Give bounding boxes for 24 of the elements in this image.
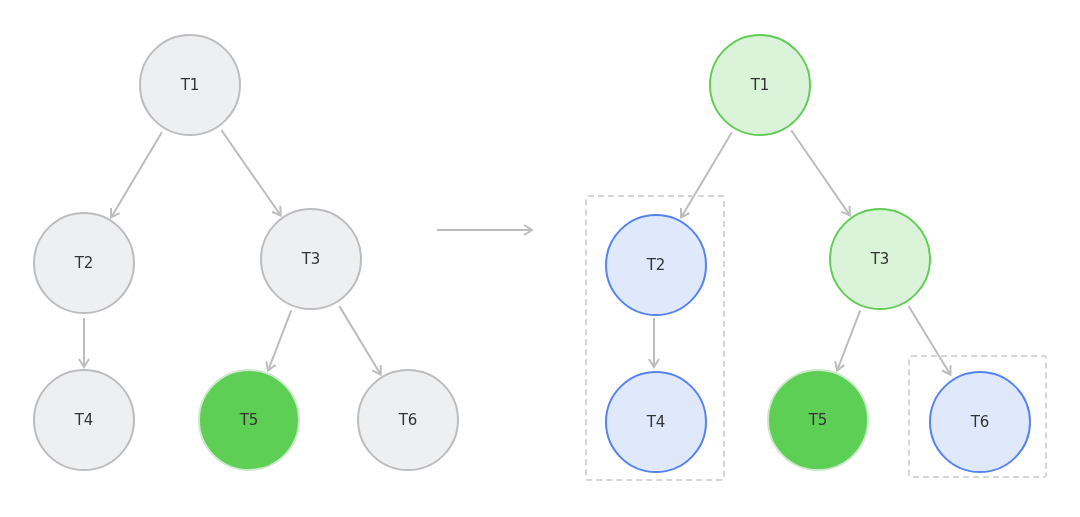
node-label: T1 bbox=[750, 76, 770, 94]
node-label: T2 bbox=[74, 254, 94, 272]
arrow bbox=[78, 317, 90, 368]
arrow bbox=[790, 129, 851, 217]
dashed-group-box bbox=[908, 355, 1047, 478]
node-label: T1 bbox=[180, 76, 200, 94]
node-label: T3 bbox=[301, 250, 321, 268]
arrow bbox=[109, 131, 163, 219]
node-label: T6 bbox=[970, 413, 990, 431]
node-label: T2 bbox=[646, 256, 666, 274]
node-label: T4 bbox=[74, 411, 94, 429]
dashed-group-box bbox=[585, 195, 725, 481]
node-label: T4 bbox=[646, 413, 666, 431]
node-label: T3 bbox=[870, 250, 890, 268]
arrow bbox=[907, 305, 952, 376]
arrow bbox=[648, 317, 660, 368]
arrow bbox=[265, 309, 293, 372]
arrow bbox=[220, 129, 282, 217]
node-label: T5 bbox=[239, 411, 259, 429]
node-label: T6 bbox=[398, 411, 418, 429]
arrow bbox=[679, 131, 733, 219]
arrow bbox=[338, 305, 382, 376]
arrow bbox=[834, 309, 862, 372]
node-label: T5 bbox=[808, 411, 828, 429]
